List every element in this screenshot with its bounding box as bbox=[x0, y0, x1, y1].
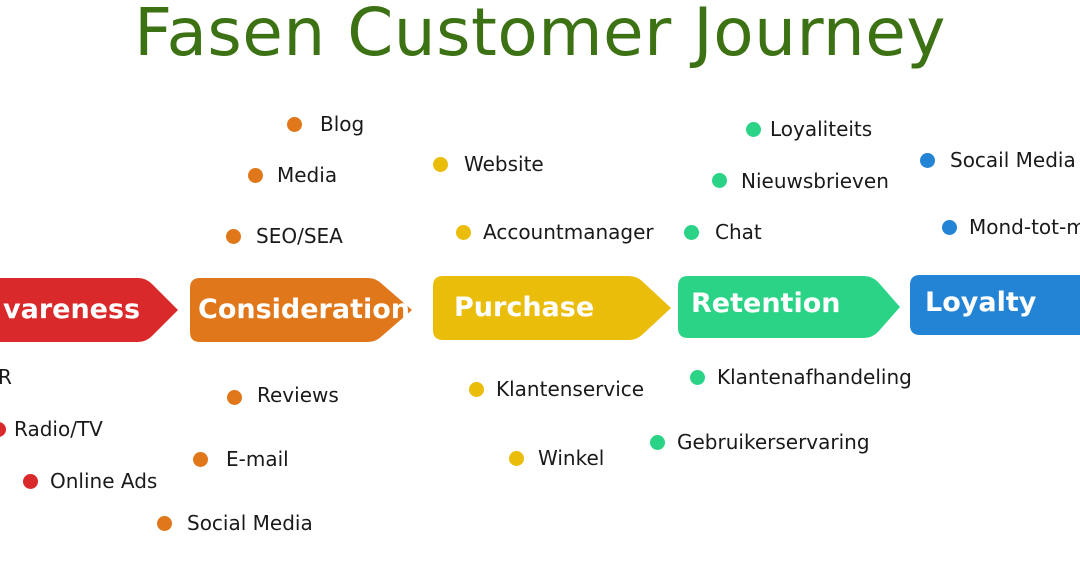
list-item: Accountmanager bbox=[483, 220, 654, 244]
bullet-dot bbox=[157, 516, 172, 531]
stage-label-purchase: Purchase bbox=[454, 292, 595, 323]
stage-arrow-shape bbox=[190, 278, 412, 342]
bullet-dot bbox=[193, 452, 208, 467]
bullet-dot bbox=[712, 173, 727, 188]
stage-consideration: Consideration bbox=[190, 278, 430, 342]
bullet-dot bbox=[287, 117, 302, 132]
list-item: Klantenafhandeling bbox=[717, 365, 912, 389]
list-item: Gebruikerservaring bbox=[677, 430, 870, 454]
bullet-dot bbox=[509, 451, 524, 466]
stage-awareness: vareness bbox=[0, 278, 180, 342]
stage-arrow-shape bbox=[910, 275, 1080, 335]
bullet-dot bbox=[248, 168, 263, 183]
list-item: Website bbox=[464, 152, 544, 176]
bullet-dot bbox=[23, 474, 38, 489]
stage-arrow-shape bbox=[678, 276, 900, 338]
stage-label-retention: Retention bbox=[691, 288, 841, 319]
bullet-dot bbox=[920, 153, 935, 168]
list-item: Reviews bbox=[257, 383, 339, 407]
bullet-dot bbox=[227, 390, 242, 405]
stage-retention: Retention bbox=[678, 276, 902, 340]
bullet-dot bbox=[690, 370, 705, 385]
bullet-dot bbox=[0, 422, 6, 437]
list-item: Chat bbox=[715, 220, 762, 244]
list-item: Online Ads bbox=[50, 469, 158, 493]
stage-purchase: Purchase bbox=[433, 276, 673, 340]
bullet-dot bbox=[650, 435, 665, 450]
list-item: Socail Media bbox=[950, 148, 1076, 172]
stage-arrow-shape bbox=[433, 276, 671, 340]
list-item: Nieuwsbrieven bbox=[741, 169, 889, 193]
bullet-dot bbox=[226, 229, 241, 244]
list-item: Winkel bbox=[538, 446, 605, 470]
list-item: SEO/SEA bbox=[256, 224, 343, 248]
stage-arrow-shape bbox=[0, 278, 178, 342]
list-item: Radio/TV bbox=[14, 417, 103, 441]
bullet-dot bbox=[469, 382, 484, 397]
bullet-dot bbox=[456, 225, 471, 240]
list-item: Media bbox=[277, 163, 338, 187]
list-item: E-mail bbox=[226, 447, 289, 471]
stage-loyalty: Loyalty bbox=[910, 275, 1080, 339]
bullet-dot bbox=[942, 220, 957, 235]
bullet-dot bbox=[684, 225, 699, 240]
list-item: Social Media bbox=[187, 511, 313, 535]
list-item: Blog bbox=[320, 112, 365, 136]
list-item: Klantenservice bbox=[496, 377, 645, 401]
list-item: R bbox=[0, 365, 12, 389]
stage-label-awareness: vareness bbox=[3, 294, 141, 325]
stage-label-loyalty: Loyalty bbox=[925, 287, 1037, 318]
list-item: Mond-tot-m bbox=[969, 215, 1080, 239]
list-item: Loyaliteits bbox=[770, 117, 873, 141]
stage-label-consideration: Consideration bbox=[198, 294, 411, 325]
bullet-dot bbox=[746, 122, 761, 137]
bullet-dot bbox=[433, 157, 448, 172]
page-title: Fasen Customer Journey bbox=[134, 0, 946, 71]
